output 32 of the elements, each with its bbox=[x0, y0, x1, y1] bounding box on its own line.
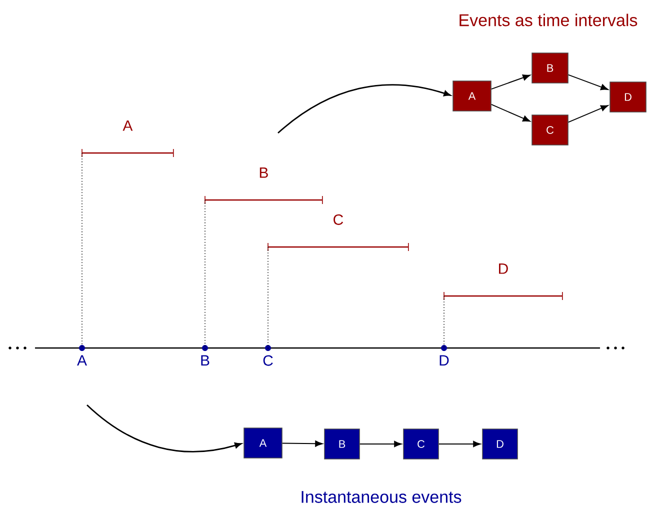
node-label: B bbox=[201, 355, 210, 366]
node-label: C bbox=[263, 355, 273, 366]
timeline-point: C bbox=[263, 345, 273, 366]
arrow bbox=[490, 74, 530, 90]
dotted-line bbox=[204, 200, 206, 350]
timeline-point: D bbox=[440, 345, 449, 366]
arrow bbox=[568, 74, 608, 90]
heading: Events as time intervals bbox=[460, 14, 638, 26]
interval-bar: A bbox=[82, 120, 174, 158]
node-label: A bbox=[77, 355, 87, 366]
event-box: C bbox=[403, 428, 439, 460]
event-box: A bbox=[244, 428, 282, 458]
event-box: A bbox=[452, 80, 492, 112]
curved-arrow bbox=[86, 404, 242, 452]
interval-bar: C bbox=[268, 214, 409, 252]
arrow bbox=[438, 440, 481, 448]
event-box: B bbox=[532, 52, 568, 84]
event-box: C bbox=[532, 114, 568, 146]
event-box: D bbox=[482, 428, 518, 460]
event-box: D bbox=[610, 82, 646, 112]
curved-arrow bbox=[278, 84, 451, 134]
node-label: D bbox=[440, 355, 449, 366]
timeline-point: A bbox=[77, 345, 87, 366]
arrow bbox=[282, 440, 323, 447]
interval-bar: B bbox=[204, 167, 323, 204]
arrow bbox=[490, 104, 530, 122]
heading: Instantaneous events bbox=[302, 491, 462, 503]
event-box: B bbox=[324, 428, 360, 460]
arrow bbox=[568, 105, 608, 123]
timeline-point: B bbox=[201, 345, 210, 366]
arrow bbox=[359, 440, 402, 448]
interval-bar: D bbox=[444, 263, 563, 300]
